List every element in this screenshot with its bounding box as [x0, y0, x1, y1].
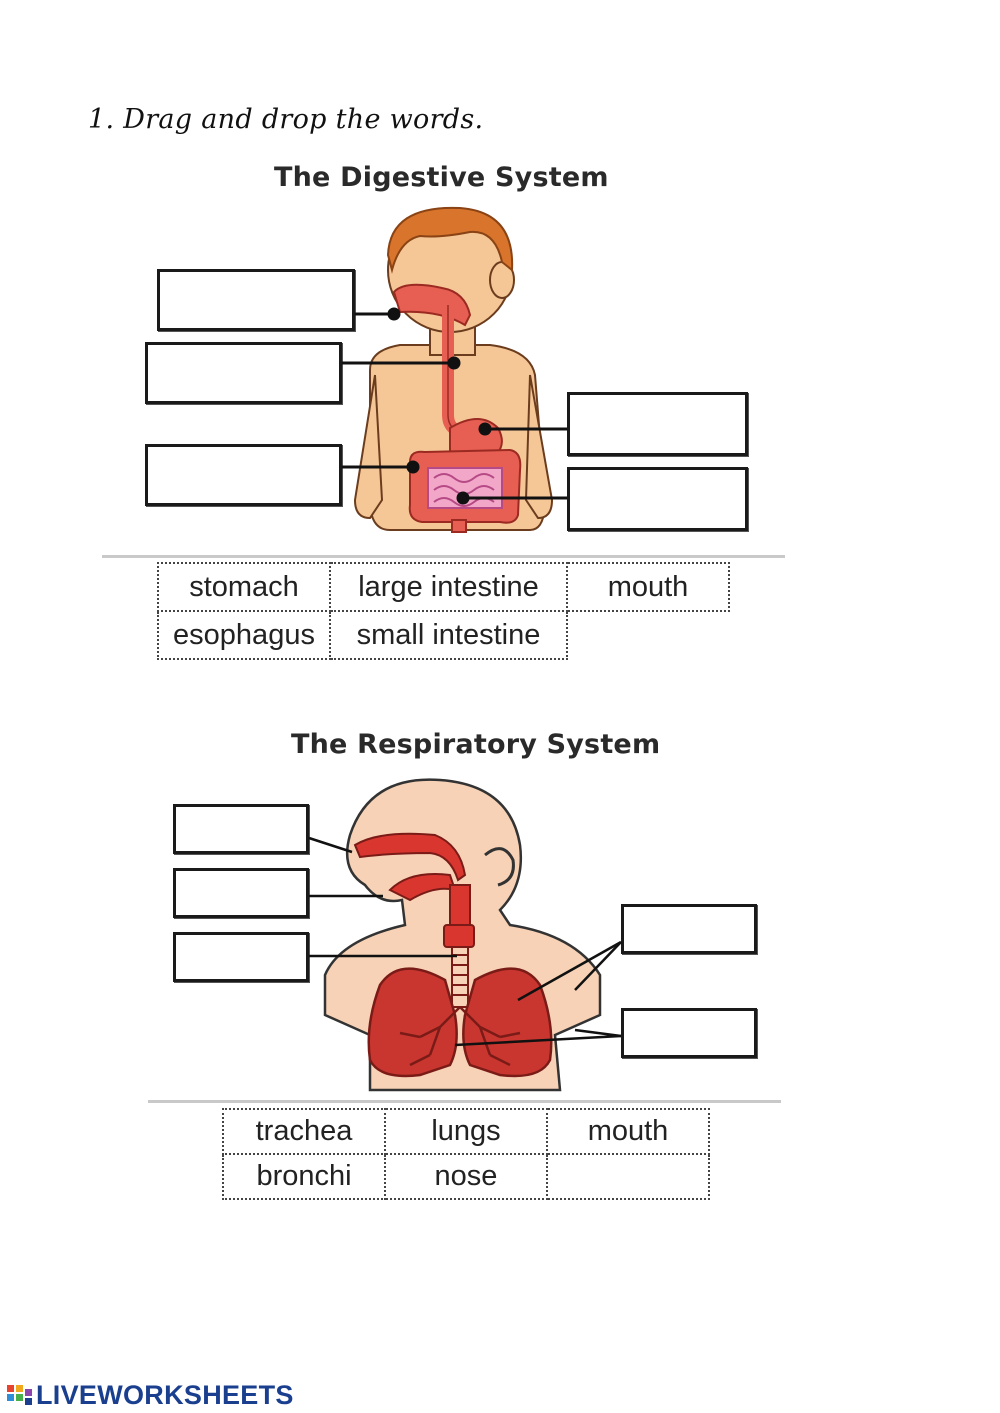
respiratory-connector-lines — [308, 836, 622, 1047]
digestive-drop-box-2[interactable] — [145, 342, 342, 404]
respiratory-drop-box-1[interactable] — [173, 804, 309, 854]
respiratory-drop-box-5[interactable] — [621, 1008, 757, 1058]
word-card[interactable]: nose — [384, 1153, 548, 1200]
word-card[interactable]: large intestine — [329, 562, 568, 612]
respiratory-divider — [148, 1100, 781, 1103]
digestive-word-bank: stomach large intestine mouth esophagus … — [157, 562, 730, 660]
word-card[interactable]: trachea — [222, 1108, 386, 1155]
respiratory-illustration — [323, 778, 602, 1092]
word-card[interactable]: mouth — [546, 1108, 710, 1155]
respiratory-drop-box-4[interactable] — [621, 904, 757, 954]
digestive-divider — [102, 555, 785, 558]
digestive-drop-box-5[interactable] — [567, 467, 748, 531]
word-card[interactable]: stomach — [157, 562, 331, 612]
instruction-text: 1. Drag and drop the words. — [88, 104, 484, 135]
respiratory-title: The Respiratory System — [291, 729, 661, 760]
empty-word-cell — [567, 611, 729, 659]
word-card[interactable]: bronchi — [222, 1153, 386, 1200]
brand-logo: LIVEWORKSHEETS — [6, 1380, 294, 1411]
word-card[interactable]: esophagus — [157, 610, 331, 660]
digestive-title: The Digestive System — [274, 162, 609, 193]
word-card[interactable]: lungs — [384, 1108, 548, 1155]
respiratory-drop-box-2[interactable] — [173, 868, 309, 918]
word-bank-row: bronchi nose — [222, 1153, 710, 1200]
digestive-drop-box-1[interactable] — [157, 269, 355, 331]
word-card[interactable]: mouth — [566, 562, 730, 612]
digestive-drop-box-3[interactable] — [145, 444, 342, 506]
word-bank-row: stomach large intestine mouth — [157, 562, 730, 612]
liveworksheets-logo-icon — [7, 1384, 32, 1405]
digestive-connector-lines — [342, 307, 567, 505]
respiratory-word-bank: trachea lungs mouth bronchi nose — [222, 1108, 710, 1200]
word-bank-row: esophagus small intestine — [157, 610, 729, 660]
word-card[interactable]: small intestine — [329, 610, 568, 660]
word-bank-row: trachea lungs mouth — [222, 1108, 710, 1155]
respiratory-drop-box-3[interactable] — [173, 932, 309, 982]
empty-word-cell — [546, 1153, 710, 1200]
digestive-drop-box-4[interactable] — [567, 392, 748, 456]
brand-name: LIVEWORKSHEETS — [36, 1380, 294, 1410]
